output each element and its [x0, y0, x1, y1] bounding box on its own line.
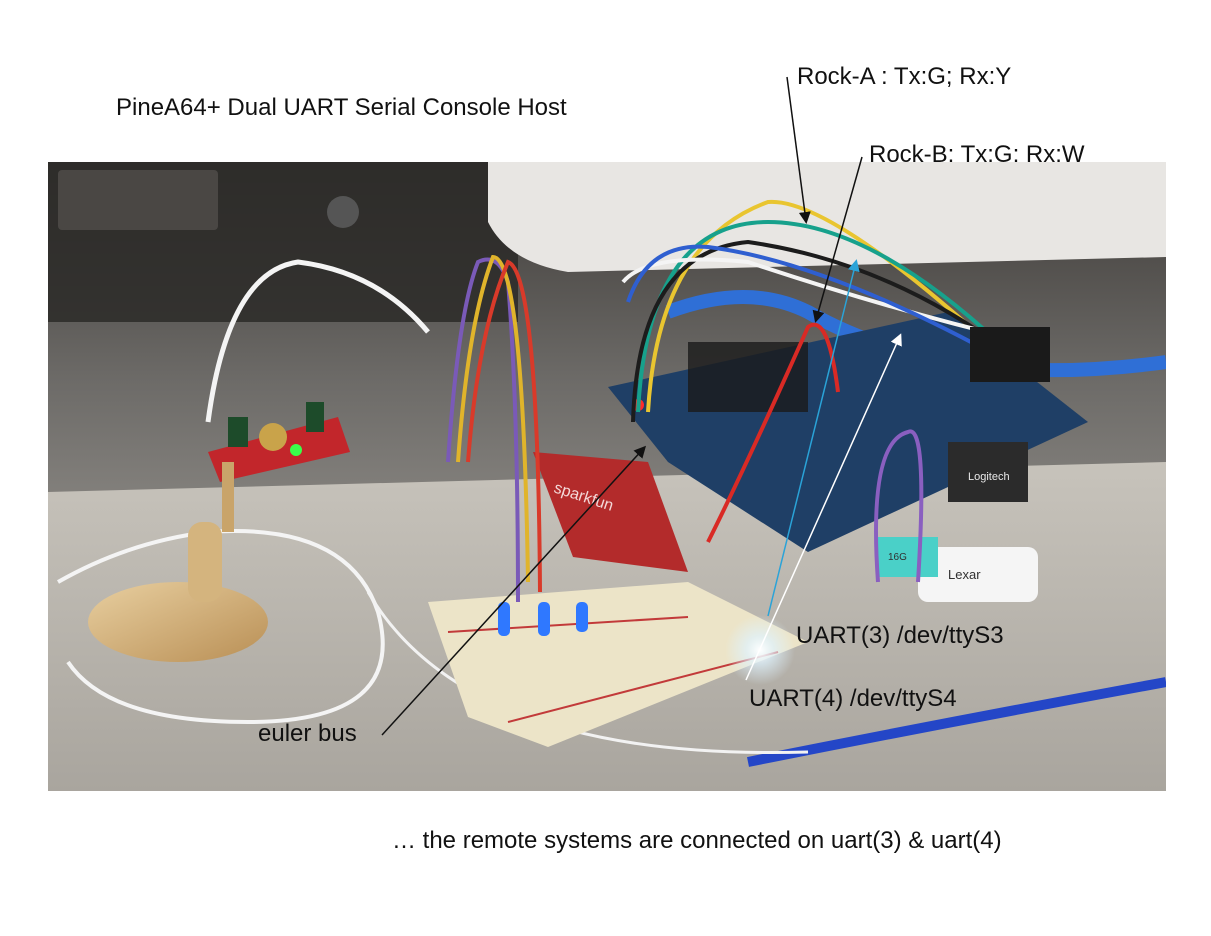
- uart3-label: UART(3) /dev/ttyS3: [796, 622, 1004, 649]
- led-glow: [725, 615, 795, 685]
- hardware-photo: sparkfun Logitech Lexar 16G: [48, 162, 1166, 791]
- usb-size-text: 16G: [888, 552, 907, 563]
- blue-jumper: [626, 244, 1009, 364]
- blue-led: [498, 602, 510, 636]
- red-wire: [466, 259, 542, 593]
- jumper-connector: [970, 327, 1050, 382]
- knob-shape: [327, 196, 359, 228]
- lexar-usb-drive: [918, 547, 1038, 602]
- yellow-jumper: [646, 199, 1000, 413]
- capacitor: [306, 402, 324, 432]
- yellow-wire: [456, 254, 530, 583]
- logitech-dongle: [948, 442, 1028, 502]
- earbud-cable: [57, 529, 385, 725]
- blue-led: [538, 602, 550, 636]
- inductor-coil: [259, 423, 287, 451]
- page-title: PineA64+ Dual UART Serial Console Host: [116, 94, 567, 121]
- spinning-top-stem: [222, 462, 234, 532]
- usb-drive-cap: [878, 537, 938, 577]
- caption-text: … the remote systems are connected on ua…: [392, 827, 1002, 854]
- monitor-bezel: [488, 162, 1166, 272]
- blue-led: [576, 602, 588, 632]
- euler-bus-label: euler bus: [258, 720, 357, 747]
- green-led: [290, 444, 302, 456]
- white-cable: [205, 259, 430, 423]
- uart4-label: UART(4) /dev/ttyS4: [749, 685, 957, 712]
- spinning-top-handle: [188, 522, 222, 602]
- capacitor: [228, 417, 248, 447]
- logitech-text: Logitech: [968, 471, 1010, 483]
- rock-a-label: Rock-A : Tx:G; Rx:Y: [797, 63, 1012, 90]
- black-jumper: [631, 239, 1010, 423]
- spinning-top-disk: [88, 582, 268, 662]
- heatsink-fan: [688, 342, 808, 412]
- lexar-text: Lexar: [948, 567, 981, 582]
- background-device: [58, 170, 218, 230]
